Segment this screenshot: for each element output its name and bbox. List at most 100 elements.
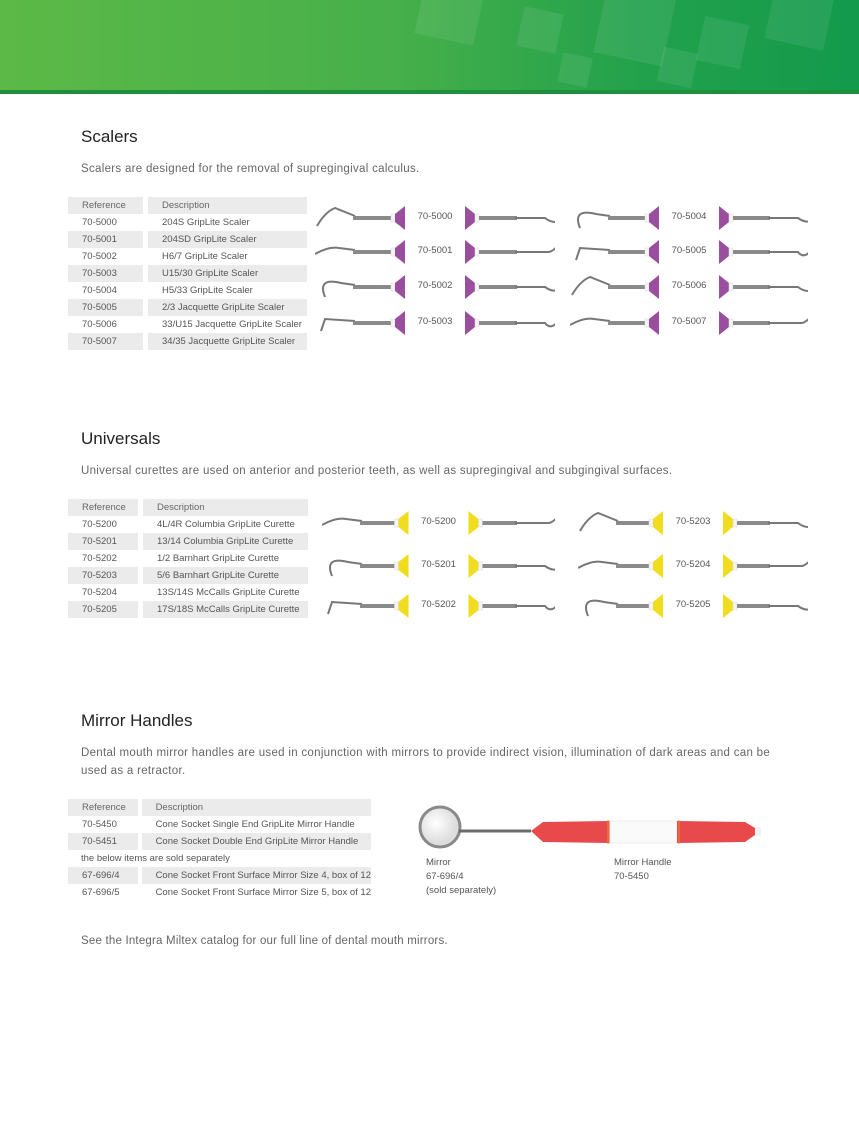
instrument-label: 70-5007	[671, 316, 707, 327]
handle-caption: Mirror Handle 70-5450	[614, 856, 672, 884]
universals-heading: Universals	[81, 429, 161, 448]
description-cell: 33/U15 Jacquette GripLite Scaler	[162, 319, 302, 330]
scalers-heading: Scalers	[81, 127, 138, 146]
reference-cell: 70-5450	[82, 819, 117, 830]
reference-cell: 67-696/4	[68, 867, 138, 884]
instrument-label: 70-5004	[671, 211, 707, 222]
mirror-caption-ref: 67-696/4	[426, 871, 464, 882]
reference-cell: 70-5003	[68, 265, 143, 282]
handle-caption-ref: 70-5450	[614, 871, 649, 882]
reference-cell: 70-5204	[82, 587, 117, 598]
col-description: Description	[141, 799, 371, 816]
instrument-label: 70-5202	[421, 599, 456, 610]
reference-cell: 70-5200	[82, 519, 117, 530]
description-cell: 13/14 Columbia GripLite Curette	[143, 533, 308, 550]
description-cell: 17S/18S McCalls GripLite Curette	[143, 601, 308, 618]
reference-cell: 70-5201	[68, 533, 138, 550]
instrument-label: 70-5001	[417, 245, 453, 256]
instrument-label: 70-5204	[675, 559, 711, 570]
reference-cell: 70-5006	[82, 319, 117, 330]
mirror-head	[418, 805, 462, 849]
instrument-image	[585, 594, 808, 618]
reference-cell: 70-5001	[68, 231, 143, 248]
table-row: 70-5007 34/35 Jacquette GripLite Scaler	[68, 333, 307, 350]
instrument-image	[579, 511, 808, 535]
scalers-table: Reference Description 70-5000 204S GripLit…	[68, 197, 307, 350]
table-row: 70-5004 H5/33 GripLite Scaler	[68, 282, 307, 299]
table-row: 70-5006 33/U15 Jacquette GripLite Scaler	[68, 316, 307, 333]
description-cell: 4L/4R Columbia GripLite Curette	[157, 519, 295, 530]
description-cell: 2/3 Jacquette GripLite Scaler	[148, 299, 307, 316]
reference-cell: 70-5004	[82, 285, 117, 296]
table-row: 70-5005 2/3 Jacquette GripLite Scaler	[68, 299, 307, 316]
table-row: 70-5450 Cone Socket Single End GripLite M…	[68, 816, 371, 833]
mirror-handle-image	[418, 805, 761, 849]
instrument-image	[316, 206, 555, 230]
footer-note: See the Integra Miltex catalog for our f…	[81, 935, 448, 947]
instrument-image	[322, 275, 555, 299]
reference-cell: 70-5203	[68, 567, 138, 584]
description-cell: 204SD GripLite Scaler	[148, 231, 307, 248]
description-cell: 204S GripLite Scaler	[162, 217, 250, 228]
reference-cell: 70-5007	[68, 333, 143, 350]
table-row: 70-5204 13S/14S McCalls GripLite Curette	[68, 584, 308, 601]
description-cell: 5/6 Barnhart GripLite Curette	[143, 567, 308, 584]
scalers-intro: Scalers are designed for the removal of …	[81, 163, 420, 175]
instrument-label: 70-5203	[675, 516, 711, 527]
description-cell: 1/2 Barnhart GripLite Curette	[157, 553, 279, 564]
table-row: 70-5200 4L/4R Columbia GripLite Curette	[68, 516, 308, 533]
instrument-label: 70-5000	[417, 211, 453, 222]
table-row: 70-5000 204S GripLite Scaler	[68, 214, 307, 231]
instrument-image	[577, 206, 808, 230]
reference-cell: 70-5202	[82, 553, 117, 564]
table-row: 70-5203 5/6 Barnhart GripLite Curette	[68, 567, 308, 584]
instrument-image	[320, 311, 555, 335]
table-row: 70-5201 13/14 Columbia GripLite Curette	[68, 533, 308, 550]
instrument-label: 70-5200	[421, 516, 456, 527]
description-cell: 13S/14S McCalls GripLite Curette	[157, 587, 300, 598]
table-row: 70-5002 H6/7 GripLite Scaler	[68, 248, 307, 265]
instrument-label: 70-5002	[417, 280, 453, 291]
reference-cell: 70-5002	[82, 251, 117, 262]
instrument-image	[571, 275, 808, 299]
instrument-label: 70-5005	[671, 245, 707, 256]
instrument-image	[327, 594, 555, 618]
universals-intro: Universal curettes are used on anterior …	[81, 465, 673, 477]
description-cell: H5/33 GripLite Scaler	[162, 285, 253, 296]
mirror-caption-title: Mirror	[426, 857, 451, 868]
sold-separately-note: the below items are sold separately	[81, 853, 230, 864]
mirrors-heading: Mirror Handles	[81, 711, 193, 730]
description-cell: Cone Socket Double End GripLite Mirror H…	[141, 833, 371, 850]
mirror-caption-note: (sold separately)	[426, 885, 497, 896]
instrument-image	[578, 554, 808, 578]
col-reference: Reference	[68, 197, 143, 214]
table-row: 70-5001 204SD GripLite Scaler	[68, 231, 307, 248]
col-description: Description	[148, 197, 307, 214]
reference-cell: 70-5205	[68, 601, 138, 618]
table-row: 70-5003 U15/30 GripLite Scaler	[68, 265, 307, 282]
instrument-label: 70-5003	[417, 316, 453, 327]
table-row: 70-5202 1/2 Barnhart GripLite Curette	[68, 550, 308, 567]
col-reference: Reference	[68, 799, 138, 816]
header-banner	[0, 0, 859, 94]
instrument-label: 70-5006	[671, 280, 707, 291]
handle-caption-title: Mirror Handle	[614, 857, 672, 868]
description-cell: U15/30 GripLite Scaler	[148, 265, 307, 282]
description-cell: Cone Socket Single End GripLite Mirror H…	[155, 819, 355, 830]
reference-cell: 70-5000	[82, 217, 117, 228]
reference-cell: 70-5005	[68, 299, 143, 316]
description-cell: 34/35 Jacquette GripLite Scaler	[148, 333, 307, 350]
description-cell: H6/7 GripLite Scaler	[162, 251, 248, 262]
instrument-label: 70-5205	[675, 599, 711, 610]
description-cell: Cone Socket Front Surface Mirror Size 4,…	[141, 867, 371, 884]
table-row: 70-5205 17S/18S McCalls GripLite Curette	[68, 601, 308, 618]
instrument-image	[570, 311, 808, 335]
instrument-image	[329, 554, 555, 578]
reference-cell: 67-696/5	[82, 887, 120, 898]
instrument-label: 70-5201	[421, 559, 456, 570]
mirror-caption: Mirror 67-696/4 (sold separately)	[426, 856, 496, 898]
